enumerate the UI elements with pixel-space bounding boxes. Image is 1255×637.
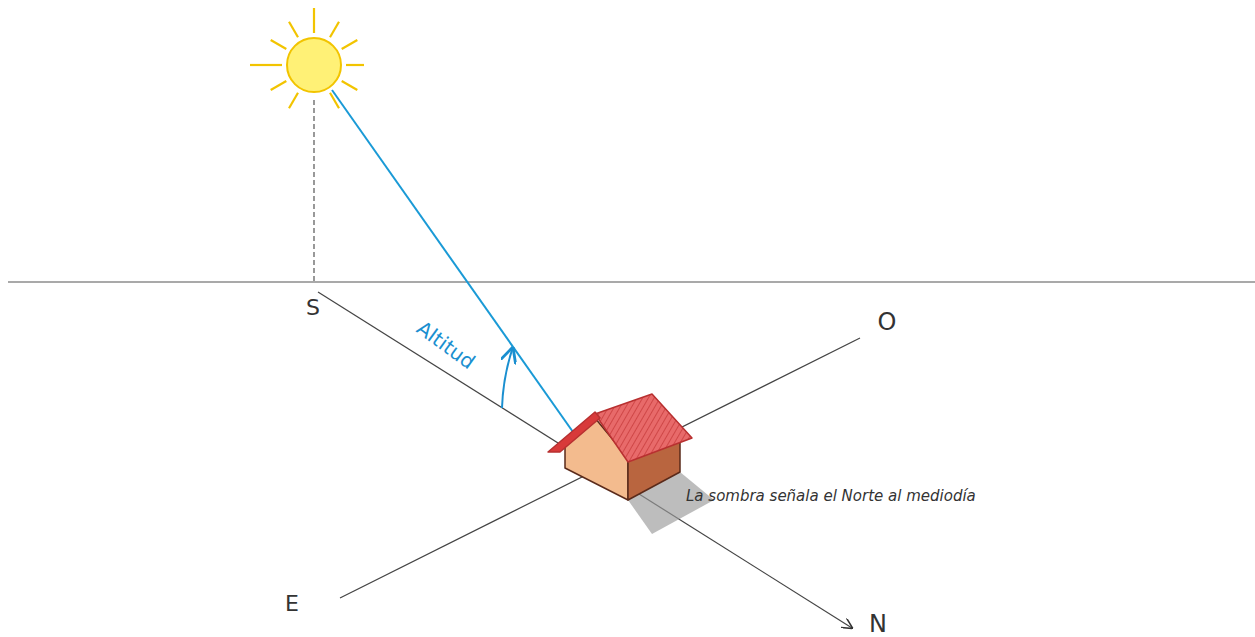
house bbox=[548, 394, 692, 500]
sun bbox=[287, 38, 341, 92]
altitude-arc bbox=[502, 350, 512, 408]
compass-east: E bbox=[285, 592, 299, 616]
south-north-axis bbox=[318, 292, 852, 628]
east-west-axis bbox=[340, 338, 860, 598]
compass-north: N bbox=[869, 611, 887, 637]
altitude-label: Altitud bbox=[413, 317, 479, 374]
sun-ray bbox=[332, 90, 573, 432]
compass-west: O bbox=[878, 309, 897, 335]
compass-south: S bbox=[306, 296, 320, 320]
sun-projection bbox=[313, 100, 314, 282]
shadow-note: La sombra señala el Norte al mediodía bbox=[686, 488, 976, 505]
sun-rays bbox=[250, 8, 364, 108]
horizon-line bbox=[8, 281, 1255, 282]
